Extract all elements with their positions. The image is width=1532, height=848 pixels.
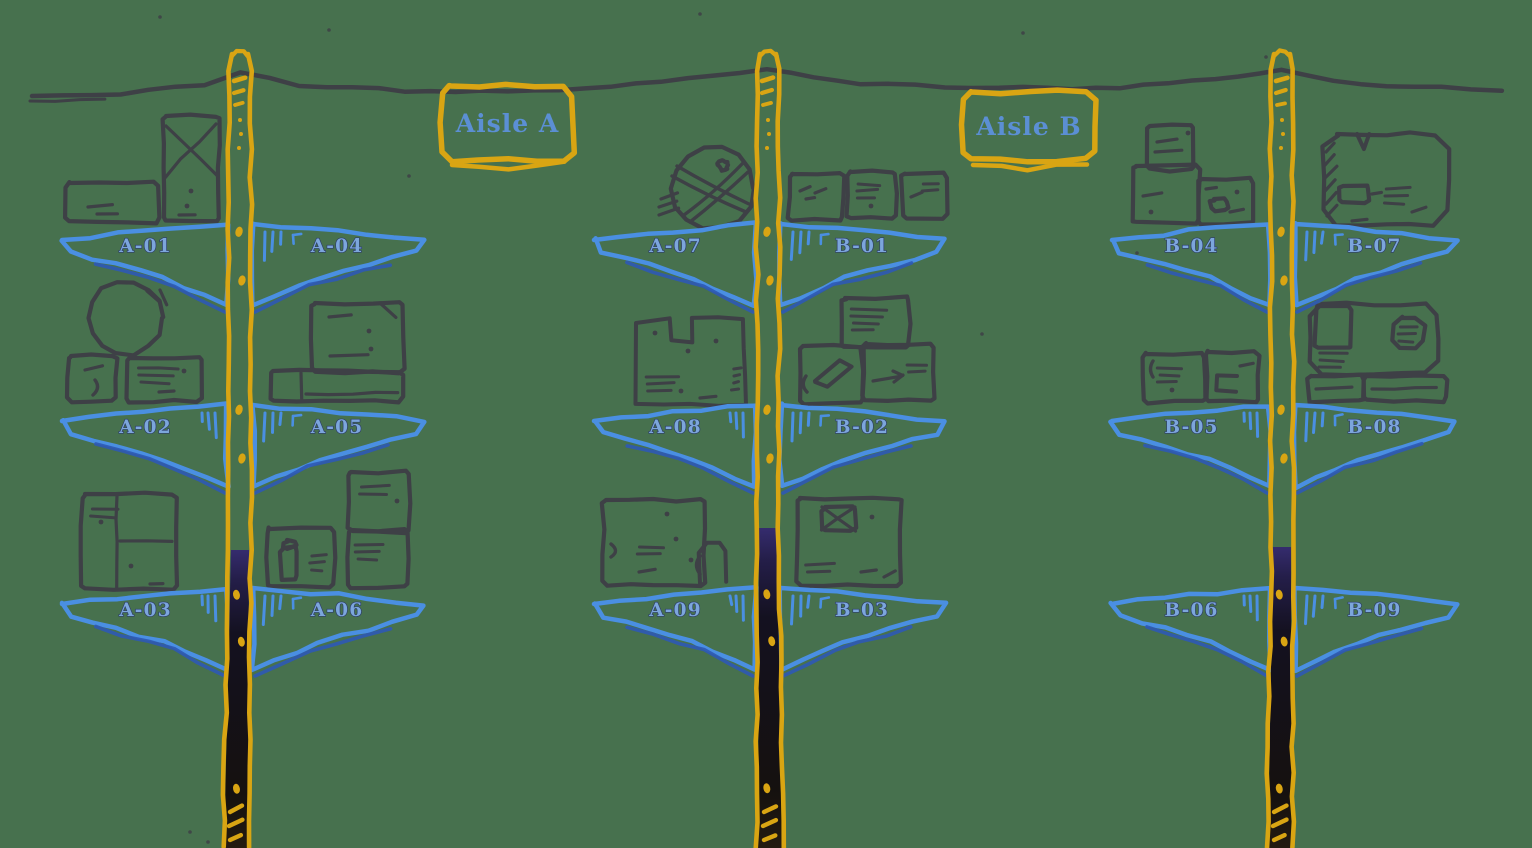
shelf-B-04[interactable]: B-04 <box>1109 222 1273 314</box>
rack-2-items <box>599 144 950 589</box>
shelf-underline <box>253 627 393 678</box>
shelf-underline <box>1145 263 1269 314</box>
shelf-underline <box>1295 441 1424 495</box>
shelf-label: A-01 <box>118 236 172 257</box>
shelf-label: B-02 <box>835 417 889 438</box>
shelf-underline <box>253 263 392 314</box>
rack-3-post <box>1264 48 1297 848</box>
shelf-underline <box>781 261 914 314</box>
ink-specks <box>158 12 1268 844</box>
shelf-underline <box>625 260 755 314</box>
shelf-B-09[interactable]: B-09 <box>1292 585 1460 678</box>
rack-2-shelves: A-07 B-01A-08 B-02A-09 B-03 <box>591 220 949 678</box>
post-dark-fill <box>1268 547 1292 848</box>
shelf-board <box>1292 585 1460 674</box>
shelf-label: B-05 <box>1164 417 1218 438</box>
shelf-underline <box>1145 625 1269 678</box>
shelf-underline <box>94 442 227 495</box>
shelf-A-05[interactable]: A-05 <box>250 402 427 495</box>
shelf-label: B-08 <box>1347 417 1401 438</box>
shelf-label: A-07 <box>648 236 702 257</box>
shelf-label: A-06 <box>310 600 364 621</box>
ceiling-line <box>28 66 1505 103</box>
shelf-underline <box>781 444 913 495</box>
shelf-board <box>591 403 759 489</box>
shelf-label: A-04 <box>310 236 364 257</box>
shelf-label: B-09 <box>1347 600 1401 621</box>
shelf-A-01[interactable]: A-01 <box>59 222 231 314</box>
tag-border <box>958 87 1099 165</box>
aisle-b-tag: Aisle B <box>958 87 1099 173</box>
shelf-underline <box>781 625 913 678</box>
rack-3-items <box>1130 122 1452 406</box>
shelf-label: B-07 <box>1347 236 1401 257</box>
shelf-label: B-01 <box>835 236 889 257</box>
shelf-B-07[interactable]: B-07 <box>1292 221 1460 314</box>
shelf-label: A-02 <box>118 417 172 438</box>
shelf-underline <box>94 624 227 678</box>
shelf-B-05[interactable]: B-05 <box>1108 404 1273 495</box>
shelf-board <box>59 401 231 489</box>
shelf-board <box>777 401 947 489</box>
shelf-A-08[interactable]: A-08 <box>591 403 759 495</box>
post-dark-fill <box>758 528 782 848</box>
rack-2-post <box>753 48 787 848</box>
shelf-B-02[interactable]: B-02 <box>777 401 947 495</box>
aisle-a-tag: Aisle A <box>437 81 578 172</box>
shelf-board <box>249 585 426 673</box>
shelf-underline <box>625 444 755 495</box>
shelf-underline <box>625 625 755 678</box>
rack-3: B-04 B-07B-05 B-08B-06 B-09 <box>1108 48 1460 848</box>
rack-1-items <box>62 112 413 592</box>
rack-1-shelves: A-01 A-04A-02 A-05A-03 A-06 <box>59 221 427 678</box>
shelf-board <box>591 585 759 672</box>
shelf-A-07[interactable]: A-07 <box>591 220 759 314</box>
shelf-board <box>1292 221 1460 308</box>
rack-1-post <box>220 48 255 848</box>
shelf-label: A-08 <box>648 417 702 438</box>
shelf-B-08[interactable]: B-08 <box>1291 402 1457 495</box>
shelf-underline <box>93 262 227 314</box>
rack-1: A-01 A-04A-02 A-05A-03 A-06 <box>59 48 427 848</box>
shelf-B-06[interactable]: B-06 <box>1108 585 1273 678</box>
aisle-tag-label: Aisle B <box>975 112 1081 141</box>
shelf-underline <box>1295 626 1424 678</box>
shelf-label: B-03 <box>835 600 889 621</box>
post-dark-fill <box>224 550 249 848</box>
shelf-label: A-05 <box>310 417 364 438</box>
shelf-label: B-04 <box>1164 236 1218 257</box>
shelf-A-02[interactable]: A-02 <box>59 401 231 495</box>
shelf-underline <box>1295 261 1423 314</box>
shelf-A-04[interactable]: A-04 <box>249 221 427 314</box>
shelf-A-03[interactable]: A-03 <box>59 586 231 678</box>
aisle-tag-label: Aisle A <box>455 109 559 138</box>
tag-border <box>437 81 578 165</box>
shelf-B-03[interactable]: B-03 <box>777 585 949 678</box>
shelf-A-09[interactable]: A-09 <box>591 585 759 678</box>
shelf-board <box>591 220 759 309</box>
shelf-A-06[interactable]: A-06 <box>249 585 426 678</box>
shelf-B-01[interactable]: B-01 <box>777 220 947 314</box>
shelf-label: A-03 <box>118 600 172 621</box>
shelf-label: A-09 <box>648 600 702 621</box>
shelf-underline <box>1143 443 1269 495</box>
shelf-underline <box>253 443 390 495</box>
shelf-label: B-06 <box>1164 600 1218 621</box>
rack-2: A-07 B-01A-08 B-02A-09 B-03 <box>591 48 950 848</box>
